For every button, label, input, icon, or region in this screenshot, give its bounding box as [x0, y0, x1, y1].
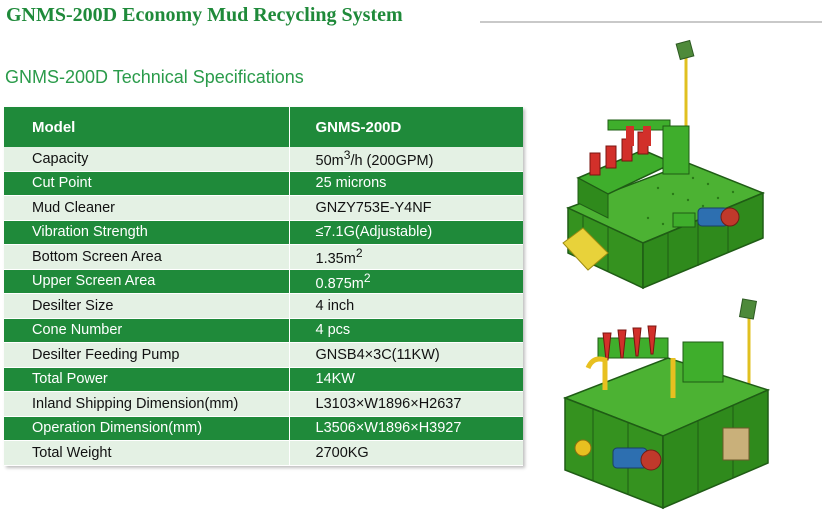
spec-value: 14KW	[289, 367, 523, 392]
spec-label: Inland Shipping Dimension(mm)	[4, 391, 290, 417]
table-row: Vibration Strength≤7.1G(Adjustable)	[4, 220, 523, 245]
spec-label: Total Power	[4, 367, 290, 392]
table-header-row: Model GNMS-200D	[4, 107, 523, 147]
spec-label: Upper Screen Area	[4, 269, 290, 294]
spec-value: GNZY753E-Y4NF	[289, 195, 523, 221]
spec-value: L3103×W1896×H2637	[289, 391, 523, 417]
spec-label: Operation Dimension(mm)	[4, 416, 290, 441]
spec-subtitle: GNMS-200D Technical Specifications	[5, 67, 304, 87]
spec-label: Capacity	[4, 147, 290, 172]
column-header-model: Model	[4, 107, 290, 147]
spec-value: ≤7.1G(Adjustable)	[289, 220, 523, 245]
spec-value: L3506×W1896×H3927	[289, 416, 523, 441]
spec-value: 25 microns	[289, 171, 523, 196]
spec-value: 4 inch	[289, 293, 523, 319]
mud-system-illustration-bottom	[562, 298, 771, 510]
spec-value: 4 pcs	[289, 318, 523, 343]
spec-value: GNSB4×3C(11KW)	[289, 342, 523, 368]
spec-label: Vibration Strength	[4, 220, 290, 245]
spec-label: Cut Point	[4, 171, 290, 196]
spec-value: 2700KG	[289, 440, 523, 466]
page-title: GNMS-200D Economy Mud Recycling System	[6, 4, 403, 26]
spec-label: Total Weight	[4, 440, 290, 466]
mud-system-illustration-top	[562, 39, 765, 290]
table-row: Inland Shipping Dimension(mm)L3103×W1896…	[4, 391, 523, 417]
column-header-value: GNMS-200D	[289, 107, 523, 147]
spec-label: Cone Number	[4, 318, 290, 343]
spec-label: Mud Cleaner	[4, 195, 290, 221]
spec-label: Desilter Size	[4, 293, 290, 319]
title-divider	[480, 21, 822, 23]
spec-value: 0.875m2	[289, 269, 523, 294]
spec-label: Bottom Screen Area	[4, 244, 290, 270]
spec-value: 1.35m2	[289, 244, 523, 270]
table-row: Operation Dimension(mm)L3506×W1896×H3927	[4, 416, 523, 441]
spec-label: Desilter Feeding Pump	[4, 342, 290, 368]
spec-value: 50m3/h (200GPM)	[289, 147, 523, 172]
